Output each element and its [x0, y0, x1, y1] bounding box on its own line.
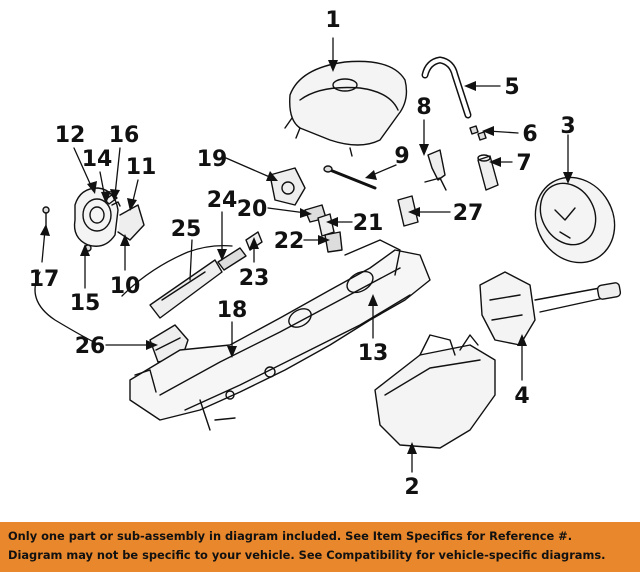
bushing-part: [477, 154, 499, 191]
callout-1: 1: [325, 8, 340, 33]
callout-15: 15: [70, 291, 101, 316]
callout-5: 5: [504, 75, 519, 100]
hose: [421, 56, 472, 119]
callout-21: 21: [353, 211, 384, 236]
callout-23: 23: [239, 266, 270, 291]
callout-11: 11: [126, 155, 157, 180]
callout-7: 7: [516, 151, 531, 176]
steering-column-diagram: 1 2 3 4 5 6 7 8 9 10 11 12 13 14 15 16 1…: [29, 8, 622, 500]
callout-13: 13: [358, 341, 389, 366]
callout-8: 8: [416, 95, 431, 120]
disclaimer-banner: Only one part or sub-assembly in diagram…: [0, 522, 640, 572]
callout-19: 19: [197, 147, 228, 172]
lower-shroud: [374, 334, 496, 449]
callout-12: 12: [55, 123, 86, 148]
callout-27: 27: [453, 201, 484, 226]
callout-9: 9: [394, 144, 409, 169]
pin: [323, 165, 377, 190]
callout-6: 6: [522, 122, 537, 147]
column-tube: [129, 239, 431, 431]
callout-10: 10: [110, 274, 141, 299]
callout-25: 25: [171, 217, 202, 242]
callout-20: 20: [237, 197, 268, 222]
callout-17: 17: [29, 267, 60, 292]
disclaimer-line-2: Diagram may not be specific to your vehi…: [8, 548, 606, 562]
arrow-heads: [40, 60, 573, 454]
callout-labels: 1 2 3 4 5 6 7 8 9 10 11 12 13 14 15 16 1…: [29, 8, 576, 500]
switch-parts: [269, 167, 419, 253]
callout-2: 2: [404, 475, 419, 500]
callout-18: 18: [217, 298, 248, 323]
bracket: [424, 149, 447, 191]
callout-16: 16: [109, 123, 140, 148]
multifunction-switch: [479, 271, 622, 346]
callout-26: 26: [75, 334, 106, 359]
upper-shroud: [284, 60, 408, 157]
callout-22: 22: [274, 229, 305, 254]
spring-part: [469, 125, 487, 141]
disclaimer-line-1: Only one part or sub-assembly in diagram…: [8, 529, 573, 543]
callout-24: 24: [207, 188, 238, 213]
callout-3: 3: [560, 114, 575, 139]
callout-14: 14: [82, 147, 113, 172]
horn-pad: [534, 176, 616, 264]
callout-4: 4: [514, 384, 529, 409]
